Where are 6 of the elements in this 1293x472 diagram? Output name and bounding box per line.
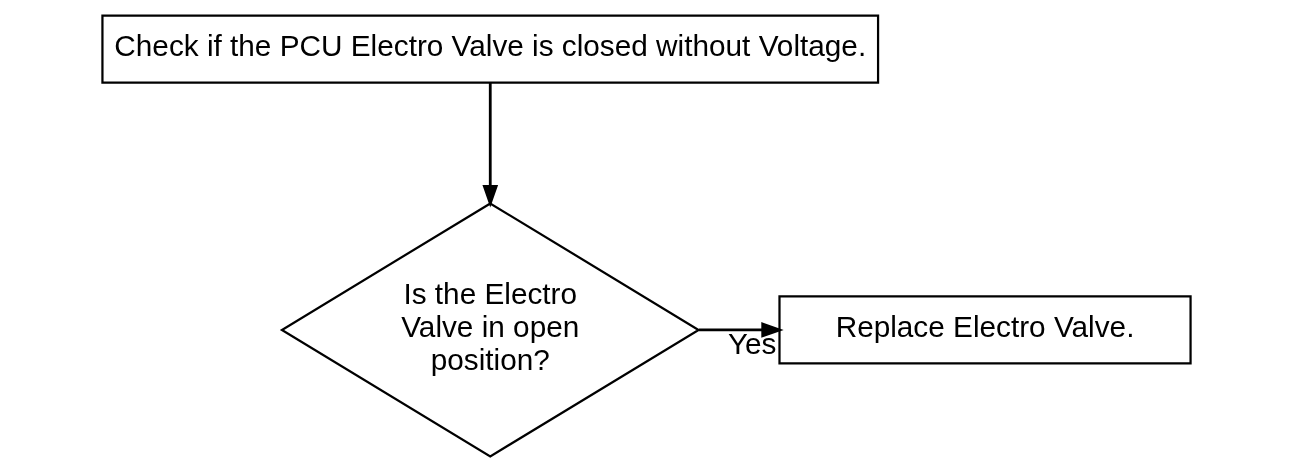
arrow	[482, 82, 499, 208]
edge-label: Yes	[727, 326, 777, 360]
node-box: Check if the PCU Electro Valve is closed without Voltage.	[101, 14, 880, 84]
arrow	[699, 322, 784, 338]
node-box: Replace Electro Valve.	[778, 295, 1192, 365]
node-diamond: Is the Electro Valve in open position?	[279, 202, 701, 458]
